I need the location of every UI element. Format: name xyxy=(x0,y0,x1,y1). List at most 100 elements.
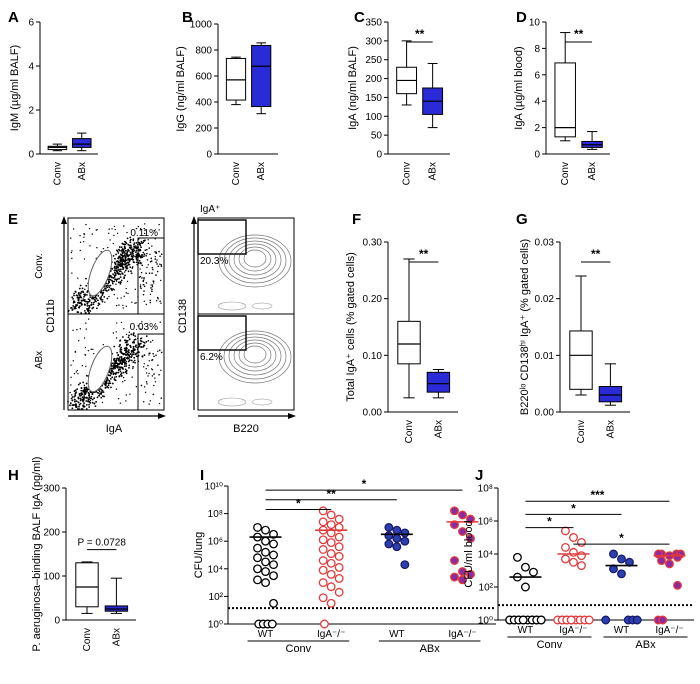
panel-label-g: G xyxy=(516,211,528,228)
flow-dot xyxy=(119,270,122,273)
flow-dot xyxy=(77,397,80,400)
flow-dot xyxy=(126,254,128,257)
flow-dot xyxy=(116,278,119,281)
y-tick-label: 10 xyxy=(529,18,541,29)
flow-dot xyxy=(147,264,149,266)
flow-dot xyxy=(125,242,128,245)
flow-dot xyxy=(145,254,147,257)
flow-dot xyxy=(116,249,118,252)
flow-dot xyxy=(100,388,102,391)
y-axis-label: P. aeruginosa–binding BALF IgA (pg/ml) xyxy=(31,457,43,652)
flow-dot xyxy=(118,277,120,280)
flow-dot xyxy=(77,277,79,279)
flow-dot xyxy=(142,251,145,254)
flow-dot xyxy=(119,273,122,276)
y-tick-label: 400 xyxy=(195,98,212,109)
p-value-label: P = 0.0728 xyxy=(77,538,126,549)
flow-dot xyxy=(83,232,85,235)
data-point xyxy=(318,545,328,554)
group-label: IgA⁻/⁻ xyxy=(655,625,683,636)
flow-dot xyxy=(114,365,117,368)
flow-dot xyxy=(92,348,94,351)
flow-dot xyxy=(123,271,126,273)
flow-dot xyxy=(143,290,145,292)
flow-dot xyxy=(149,341,152,343)
flow-dot xyxy=(67,400,69,403)
flow-dot xyxy=(125,351,127,354)
flow-dot xyxy=(95,307,98,310)
flow-dot xyxy=(73,292,76,295)
panel-label-b: B xyxy=(182,9,193,26)
flow-dot xyxy=(76,302,79,304)
flow-dot xyxy=(67,309,70,312)
flow-dot xyxy=(90,397,93,400)
flow-contour xyxy=(233,243,277,276)
data-point xyxy=(334,514,344,524)
flow-dot xyxy=(113,271,116,274)
flow-dot xyxy=(119,257,122,260)
flow-dot xyxy=(78,403,81,406)
flow-dot xyxy=(126,280,129,283)
flow-dot xyxy=(158,250,160,253)
data-point xyxy=(267,619,277,629)
flow-dot xyxy=(108,278,111,281)
flow-dot xyxy=(125,348,127,351)
flow-dot xyxy=(139,275,142,278)
data-point xyxy=(318,556,328,565)
flow-dot xyxy=(101,300,104,303)
flow-dot xyxy=(97,299,99,302)
flow-dot xyxy=(148,354,150,356)
flow-dot xyxy=(76,294,79,297)
flow-dot xyxy=(73,372,76,375)
flow-contour xyxy=(223,333,287,380)
data-point xyxy=(466,514,475,524)
flow-dot xyxy=(114,278,116,281)
flow-contour xyxy=(223,237,287,284)
group-label: IgA⁻/⁻ xyxy=(317,629,345,640)
flow-dot xyxy=(137,225,140,228)
flow-dot xyxy=(130,359,133,362)
flow-dot xyxy=(88,312,91,314)
flow-dot xyxy=(131,341,134,344)
flow-dot xyxy=(79,284,82,287)
flow-dot xyxy=(75,400,78,403)
flow-dot xyxy=(145,381,148,383)
flow-contour xyxy=(217,301,247,311)
flow-dot xyxy=(128,354,130,357)
flow-dot xyxy=(124,243,127,246)
flow-dot xyxy=(79,382,82,385)
flow-dot xyxy=(116,232,119,234)
flow-dot xyxy=(124,341,127,344)
flow-dot xyxy=(85,300,88,303)
flow-dot xyxy=(158,373,160,376)
flow-dot xyxy=(83,240,85,243)
flow-dot xyxy=(85,322,87,324)
flow-dot xyxy=(133,243,135,246)
flow-dot xyxy=(148,247,151,249)
data-point xyxy=(318,535,328,545)
flow-dot xyxy=(128,331,131,333)
flow-dot xyxy=(154,251,156,253)
flow-dot xyxy=(85,312,87,314)
y-tick-label: 0 xyxy=(206,150,212,161)
flow-dot xyxy=(71,404,74,406)
y-tick-label: 0.03 xyxy=(535,238,555,249)
data-point xyxy=(566,615,576,625)
flow-dot xyxy=(72,305,75,307)
category-label: Conv xyxy=(560,162,571,185)
flow-dot xyxy=(104,301,106,303)
flow-dot xyxy=(76,369,79,372)
flow-dot xyxy=(79,328,82,330)
flow-dot xyxy=(83,295,85,298)
flow-dot xyxy=(151,339,154,342)
flow-dot xyxy=(151,266,154,269)
flow-dot xyxy=(151,285,154,288)
flow-dot xyxy=(80,302,82,304)
flow-dot xyxy=(127,257,130,260)
data-point xyxy=(334,551,344,561)
flow-dot xyxy=(119,276,122,279)
flow-dot xyxy=(123,295,125,298)
data-point xyxy=(326,598,336,608)
flow-dot xyxy=(72,404,75,407)
